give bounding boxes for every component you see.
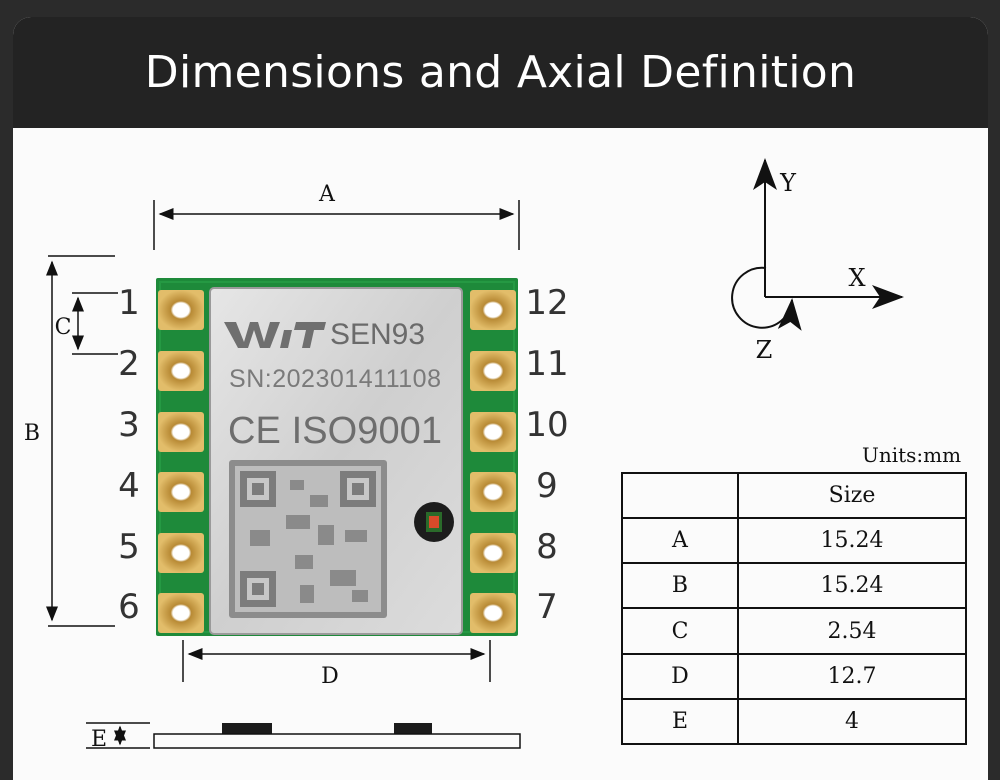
dimension-c: C [55,292,118,355]
pin-number: 8 [536,527,558,567]
sensor-module: SEN93 SN:202301411108 CE ISO9001 [156,278,518,636]
pin-number: 1 [118,283,140,323]
row-label: A [621,517,739,565]
page-title: Dimensions and Axial Definition [144,47,857,98]
row-label: D [621,652,739,700]
table-row: E 4 [621,697,967,746]
pin-number: 4 [118,466,140,506]
right-pads [470,290,516,633]
pin-number: 2 [118,344,140,384]
pin-number: 10 [525,405,568,445]
pin-labels-right: 12 11 10 9 8 7 [525,283,568,627]
title-banner: Dimensions and Axial Definition [13,17,988,128]
pin-number: 6 [118,587,140,627]
z-rotation-arrow [731,266,802,331]
row-label: B [621,562,739,610]
table-row: B 15.24 [621,562,967,610]
pin-number: 5 [118,527,140,567]
module-model: SEN93 [330,318,425,351]
wit-logo-icon [224,322,326,348]
row-value: 15.24 [737,562,967,610]
left-pads [158,290,204,633]
pin-number: 7 [536,587,558,627]
axis-x-label: X [848,264,865,292]
dimension-table: Size A 15.24 B 15.24 C 2.54 D 12.7 E 4 [621,471,967,746]
table-header-size: Size [737,471,967,520]
dimension-a: A [153,182,520,250]
label-e: E [91,727,107,752]
pin-labels-left: 1 2 3 4 5 6 [118,283,140,627]
row-label: E [621,697,739,746]
units-label: Units:mm [862,443,962,467]
table-corner-cell [621,471,739,520]
label-c: C [55,315,72,340]
row-value: 2.54 [737,607,967,655]
table-header-row: Size [621,471,967,520]
module-serial: SN:202301411108 [229,365,441,393]
axis-z-label: Z [756,336,773,364]
label-a: A [318,182,336,207]
label-b: B [24,421,40,446]
side-view [153,723,521,749]
table-row: D 12.7 [621,652,967,700]
row-value: 12.7 [737,652,967,700]
pin-number: 12 [525,283,568,323]
table-row: A 15.24 [621,517,967,565]
dimension-b: B [24,255,115,627]
pin-number: 11 [525,344,568,384]
dimension-e: E [86,722,150,752]
row-label: C [621,607,739,655]
label-d: D [321,664,339,689]
table-row: C 2.54 [621,607,967,655]
row-value: 4 [737,697,967,746]
pin-number: 9 [536,466,558,506]
row-value: 15.24 [737,517,967,565]
axis-y-label: Y [779,169,797,197]
axis-diagram: Y X Z [731,158,904,364]
pin-number: 3 [118,405,140,445]
qr-code [229,460,387,618]
dimension-d: D [182,640,491,689]
module-marks: CE ISO9001 [228,410,442,452]
